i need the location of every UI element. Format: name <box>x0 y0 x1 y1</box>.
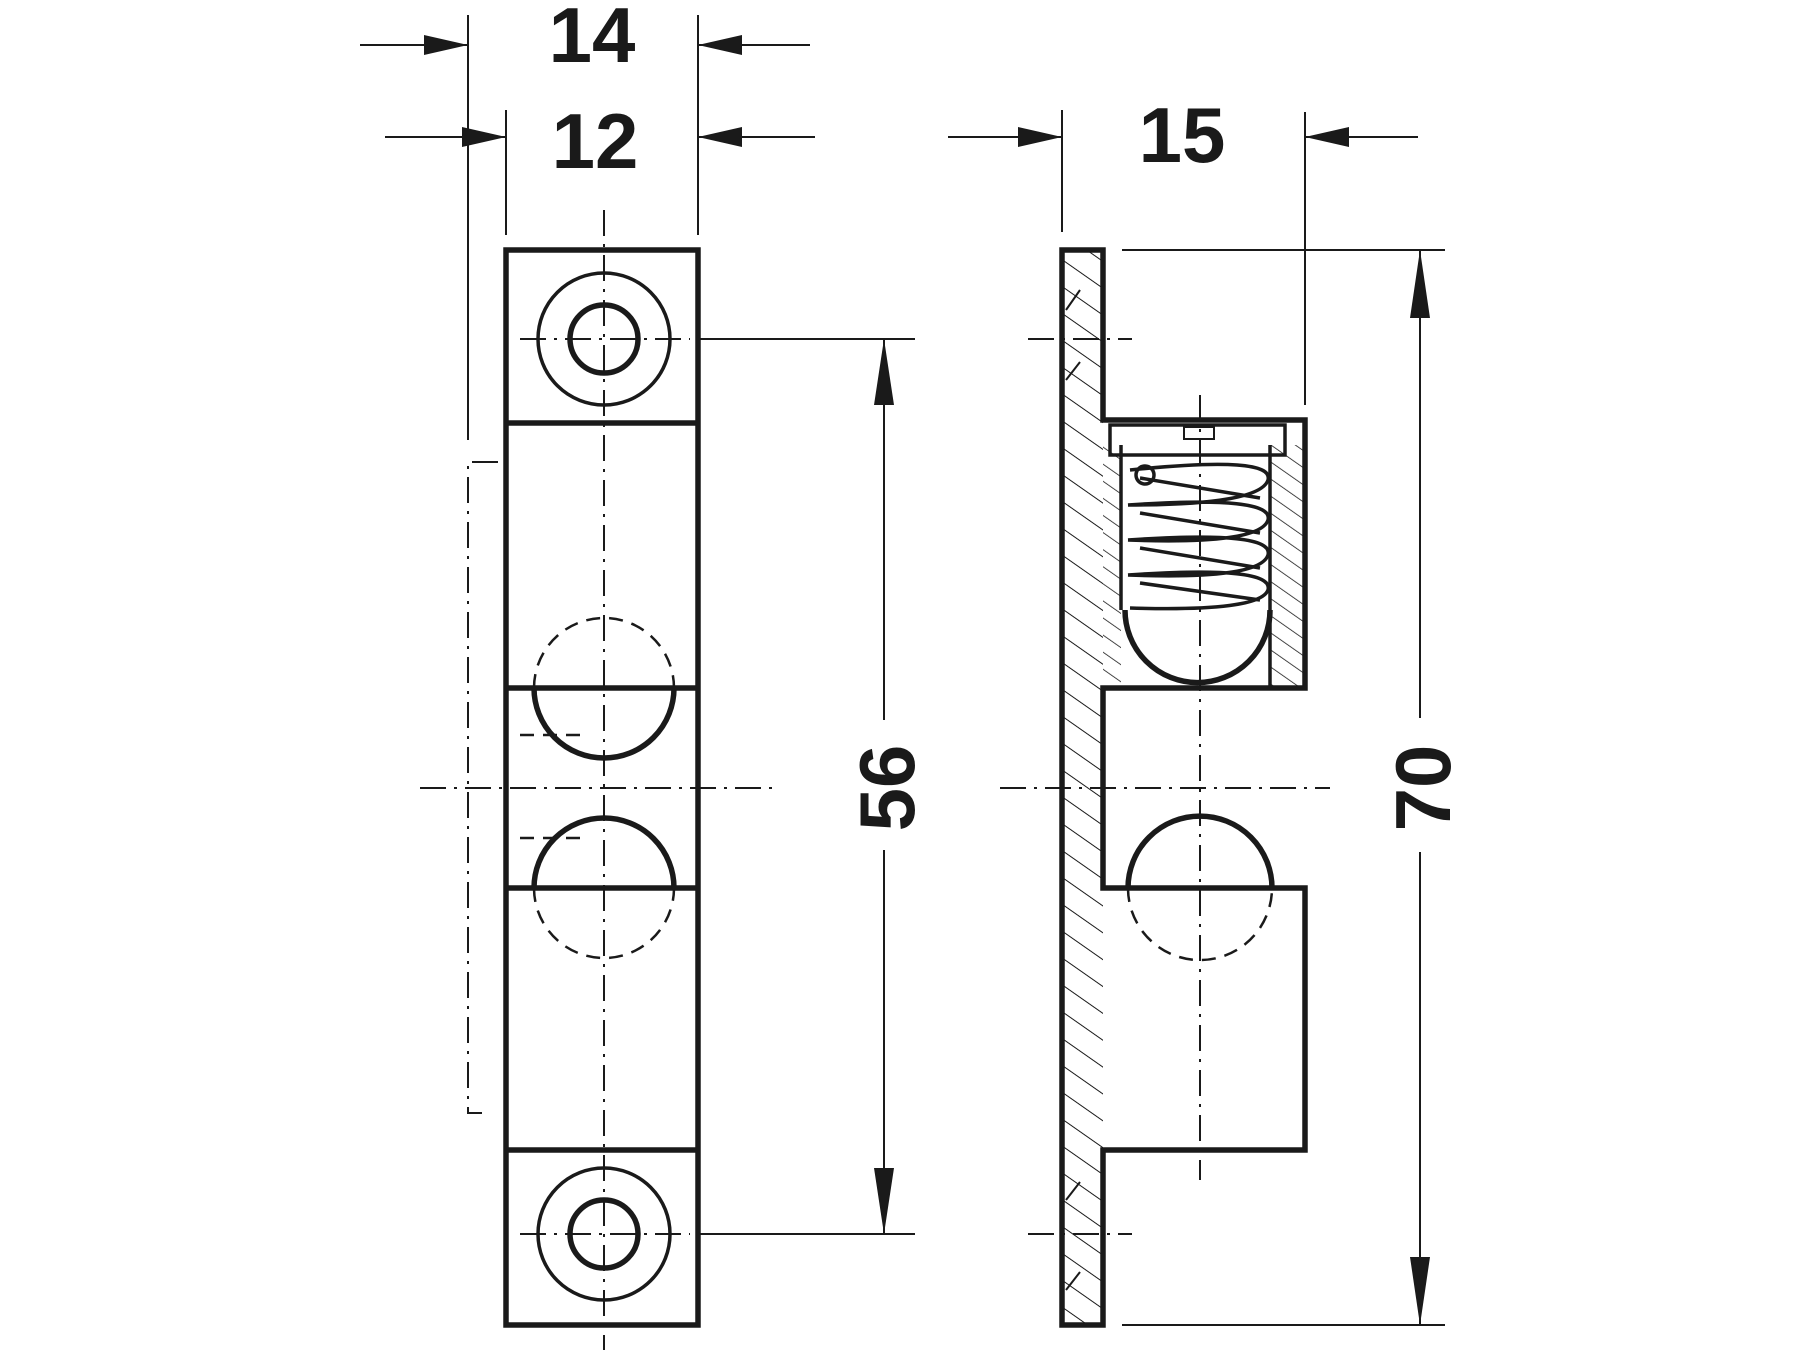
side-upper-ball <box>1122 609 1273 686</box>
dimension-56: 56 <box>700 338 931 1235</box>
arrow-14-left <box>424 35 468 55</box>
arrow-14-right <box>698 35 742 55</box>
arrow-15-left <box>1018 127 1062 147</box>
flange-hole-marks <box>1065 289 1081 1291</box>
dim-label-15: 15 <box>1139 91 1226 179</box>
housing-cap <box>1108 423 1287 457</box>
lower-ball-hidden-arc <box>532 887 676 960</box>
side-body-outline <box>1059 247 1308 1328</box>
arrow-12-left <box>462 127 506 147</box>
dimension-14: 14 <box>360 0 810 440</box>
spring <box>1127 462 1270 611</box>
arrow-70-top <box>1410 250 1430 318</box>
dim-label-12: 12 <box>552 97 639 185</box>
side-section-view <box>1000 247 1330 1328</box>
side-lower-ball-hidden <box>1126 887 1274 962</box>
arrow-12-right <box>698 127 742 147</box>
left-phantom-line <box>467 461 498 1114</box>
spring-coil <box>1127 462 1270 611</box>
dimension-15: 15 <box>948 91 1418 405</box>
dimension-70: 70 <box>1122 249 1467 1326</box>
flange-plate-section <box>1062 250 1103 1325</box>
spring-end <box>1134 464 1156 486</box>
arrow-15-right <box>1305 127 1349 147</box>
upper-ball-hidden-arc <box>532 616 676 689</box>
housing-left-wall <box>1103 445 1121 690</box>
front-view <box>420 210 780 1350</box>
dim-label-70: 70 <box>1379 745 1467 832</box>
dim-label-14: 14 <box>549 0 636 79</box>
top-countersink-circle <box>536 271 672 407</box>
arrow-70-bottom <box>1410 1257 1430 1325</box>
arrow-56-top <box>874 339 894 405</box>
housing-right-wall <box>1270 445 1305 688</box>
dimension-12: 12 <box>385 97 815 235</box>
housing-cap-slot <box>1183 426 1215 440</box>
arrow-56-bottom <box>874 1168 894 1234</box>
dim-label-56: 56 <box>843 745 931 832</box>
